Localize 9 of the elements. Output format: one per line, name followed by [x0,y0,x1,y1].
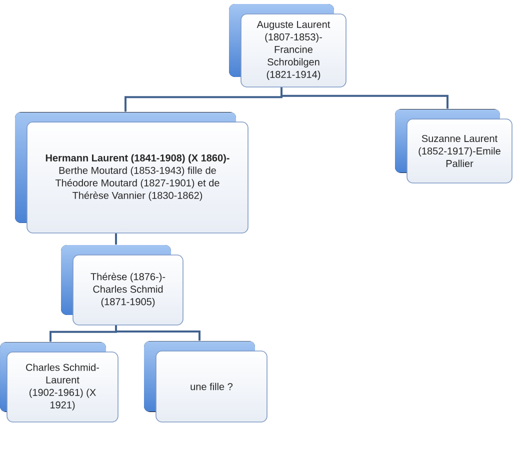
connector-line [115,325,200,341]
person-box: Hermann Laurent (1841-1908) (X 1860)- Berthe Moutard (1853-1943) fille de Théodore Moutard (1827-1901) et de Thérèse Vannier (1830-1862) [15,112,248,234]
person-box: Thérèse (1876-)- Charles Schmid (1871-1905) [61,245,184,326]
person-box: Charles Schmid- Laurent (1902-1961) (X 1921) [0,342,118,422]
person-box: Suzanne Laurent (1852-1917)-Emile Pallier [395,109,512,184]
person-box: une fille ? [144,341,268,422]
person-box: Auguste Laurent (1807-1853)- Francine Schrobilgen (1821-1914) [229,4,346,88]
connector-line [280,87,448,109]
connector-line [115,233,117,245]
